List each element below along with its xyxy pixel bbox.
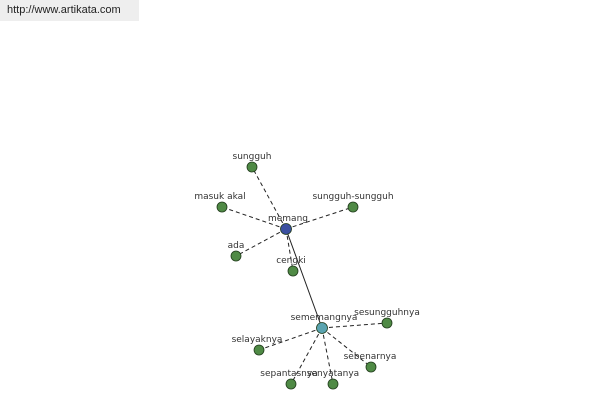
node-label-ada[interactable]: ada [228,241,245,251]
edge-memang-cengki [285,228,294,272]
node-ada[interactable] [230,250,242,262]
nodes-layer [216,161,393,390]
node-sememangnya[interactable] [316,322,328,334]
node-sepantasnya[interactable] [285,378,297,390]
source-url-text[interactable]: http://www.artikata.com [7,4,121,16]
edge-memang-sungguh [251,166,287,230]
node-masuk-akal[interactable] [216,201,228,213]
node-sebenarnya[interactable] [365,361,377,373]
node-label-sesungguhnya[interactable]: sesungguhnya [354,308,420,318]
node-label-sepantasnya[interactable]: sepantasnya [260,369,317,379]
node-sesungguhnya[interactable] [381,317,393,329]
edges-layer [221,166,388,385]
node-sungguh-sungguh[interactable] [347,201,359,213]
node-senyatanya[interactable] [327,378,339,390]
node-label-masuk-akal[interactable]: masuk akal [194,192,245,202]
node-label-cengki[interactable]: cengki [276,256,306,266]
node-cengki[interactable] [287,265,299,277]
node-label-sungguh[interactable]: sungguh [233,152,272,162]
node-label-selayaknya[interactable]: selayaknya [232,335,283,345]
node-sungguh[interactable] [246,161,258,173]
source-url-banner: http://www.artikata.com [0,0,139,21]
edge-memang-sememangnya [285,228,323,329]
edge-sememangnya-senyatanya [321,327,334,385]
edge-sememangnya-sesungguhnya [321,322,388,329]
node-label-senyatanya[interactable]: senyatanya [307,369,359,379]
node-label-sememangnya[interactable]: sememangnya [291,313,358,323]
node-memang[interactable] [280,223,292,235]
node-label-sebenarnya[interactable]: sebenarnya [344,352,397,362]
edge-memang-sungguh_sungguh [285,206,354,230]
node-label-memang[interactable]: memang [268,214,308,224]
edge-memang-ada [235,228,287,257]
node-selayaknya[interactable] [253,344,265,356]
edge-sememangnya-sepantasnya [290,327,323,385]
edge-sememangnya-sebenarnya [321,327,372,368]
node-label-sungguh-sungguh[interactable]: sungguh-sungguh [312,192,393,202]
edge-memang-masuk_akal [221,206,287,230]
labels-layer: memang sememangnya sungguh masuk akal sunggu… [194,152,420,379]
